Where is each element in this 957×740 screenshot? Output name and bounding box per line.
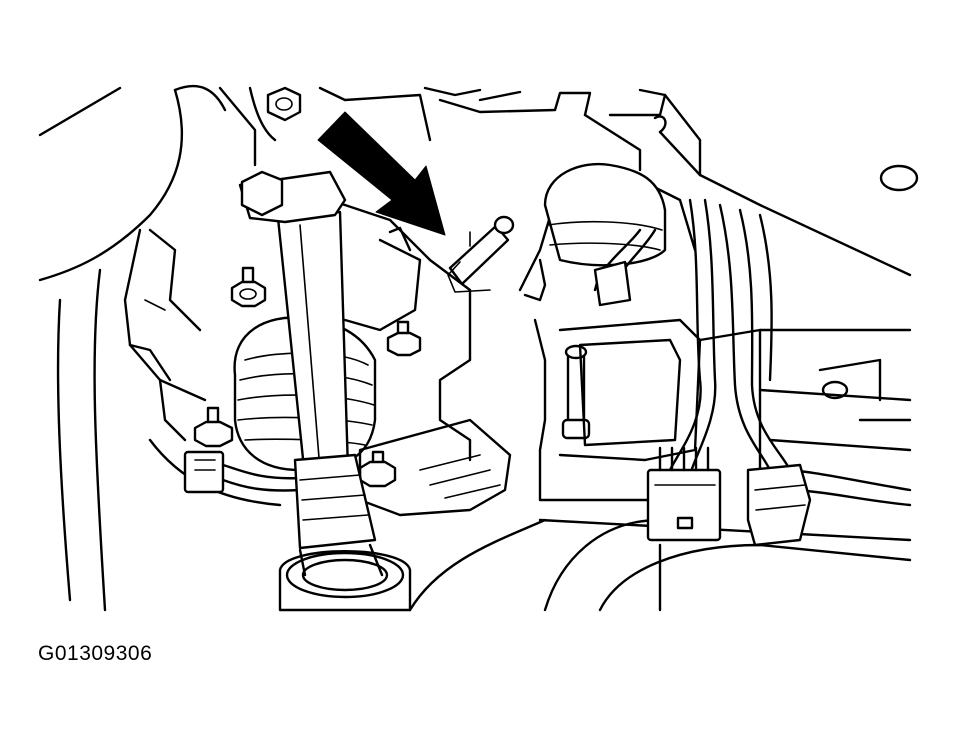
top-mounting-bolt [266, 86, 302, 122]
top-right-hole [879, 164, 919, 192]
pointer-arrow [317, 111, 446, 236]
floor-outline [408, 518, 912, 612]
indicated-switch [447, 215, 515, 293]
shift-lever [238, 170, 377, 550]
left-upper-stud [230, 266, 267, 308]
left-housing-outline [38, 84, 227, 612]
center-stud [386, 320, 422, 357]
lever-base-ring [278, 543, 412, 612]
left-mounting-bracket [123, 228, 207, 442]
right-housing [518, 162, 912, 502]
right-wire-connector [746, 463, 812, 547]
upper-body-outline [218, 86, 912, 277]
left-wire-connector [183, 450, 302, 494]
lower-center-stud [358, 450, 397, 488]
figure-id-label: G01309306 [38, 642, 153, 665]
left-lower-stud [193, 406, 234, 448]
wire-harness [593, 198, 912, 507]
center-wire-connector [646, 446, 722, 542]
